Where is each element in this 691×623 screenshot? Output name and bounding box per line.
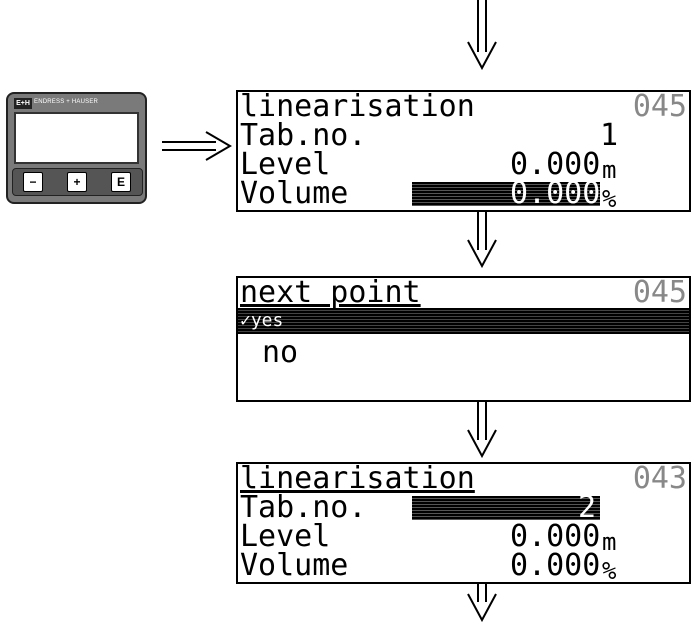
row-unit: m	[602, 528, 617, 556]
row-label: Tab.no.	[240, 490, 367, 525]
function-code: 043	[632, 461, 687, 496]
option-yes[interactable]: ✓yes	[240, 310, 284, 331]
device-keypad: − + E	[12, 168, 143, 196]
device-display-module: E+H ENDRESS + HAUSER − + E	[6, 92, 147, 204]
option-no[interactable]: no	[262, 335, 299, 370]
screen-title: linearisation	[240, 89, 475, 124]
row-value[interactable]: 0.000	[510, 176, 601, 211]
plus-key[interactable]: +	[67, 172, 87, 192]
row-label: Tab.no.	[240, 118, 367, 153]
row-value: 1	[600, 118, 619, 153]
row-value: 0.000	[510, 548, 601, 583]
flow-arrow-down-icon	[467, 0, 497, 71]
function-code: 045	[632, 275, 687, 310]
lcd-screen-linearisation-1: linearisation 045 Tab.no. 1 Level 0.000 …	[236, 89, 691, 213]
flow-arrow-down-icon	[467, 584, 497, 623]
flow-arrow-down-icon	[467, 402, 497, 458]
row-label: Volume	[240, 548, 349, 583]
row-label: Level	[240, 147, 331, 182]
selected-option-highlight	[238, 308, 689, 334]
brand-name: ENDRESS + HAUSER	[34, 99, 99, 105]
enter-key[interactable]: E	[111, 172, 131, 192]
row-unit: %	[602, 185, 617, 213]
brand-logo: E+H	[14, 98, 32, 109]
minus-key[interactable]: −	[23, 172, 43, 192]
row-value: 0.000	[510, 519, 601, 554]
device-screen	[14, 112, 139, 164]
value-edit-highlight	[412, 182, 600, 206]
lcd-screen-next-point: next point 045 ✓yes no	[236, 276, 691, 402]
lcd-screen-linearisation-2: linearisation 043 Tab.no. 2 Level 0.000 …	[236, 461, 691, 585]
row-unit: m	[602, 156, 617, 184]
function-code: 045	[632, 89, 687, 124]
flow-arrow-right-icon	[162, 131, 232, 161]
flow-arrow-down-icon	[467, 212, 497, 268]
row-label: Level	[240, 519, 331, 554]
row-unit: %	[602, 557, 617, 585]
screen-title: next point	[240, 275, 421, 310]
row-value[interactable]: 2	[578, 490, 597, 525]
row-value: 0.000	[510, 147, 601, 182]
screen-title: linearisation	[240, 461, 475, 496]
value-edit-highlight	[412, 496, 600, 520]
row-label: Volume	[240, 176, 349, 211]
